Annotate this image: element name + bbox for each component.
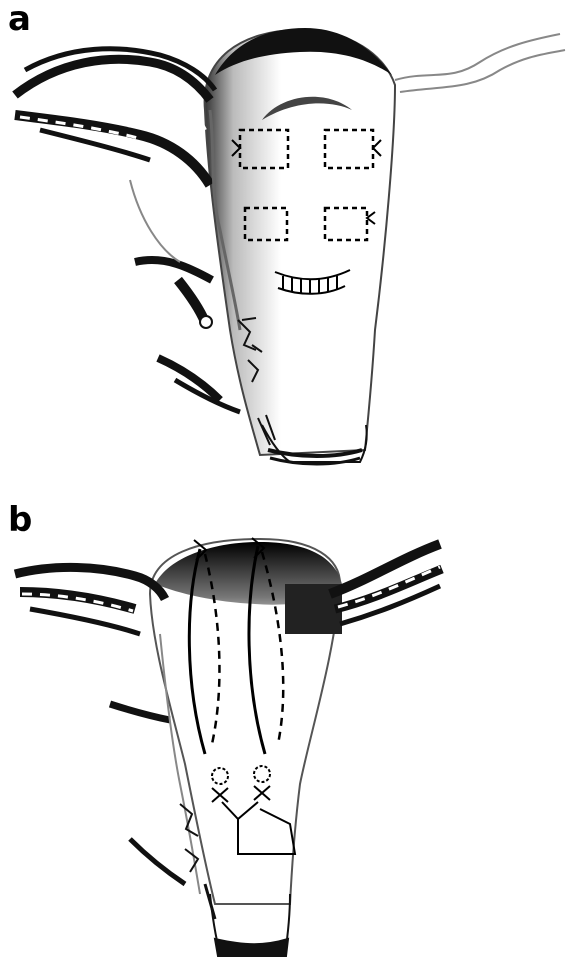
right-adnexa: [330, 544, 442, 624]
left-adnexa: [15, 49, 215, 185]
right-adnexa: [395, 34, 565, 92]
uterine-body: [205, 30, 395, 455]
left-adnexa: [15, 567, 165, 634]
uterus-diagram-b: [0, 484, 567, 967]
uterus-diagram-a: [0, 0, 567, 480]
